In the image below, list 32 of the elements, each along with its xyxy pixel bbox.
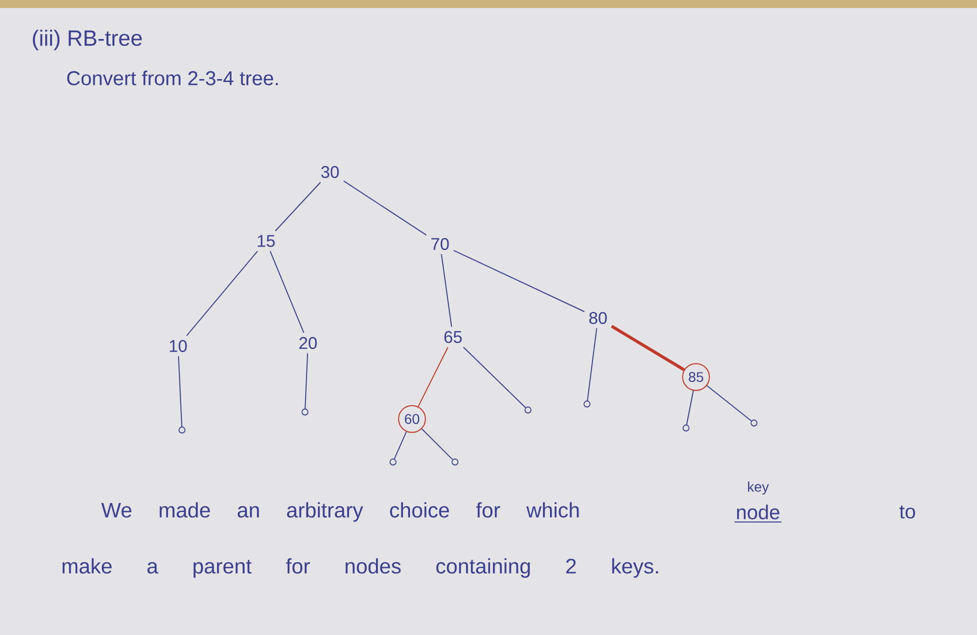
tree-edge xyxy=(686,390,694,426)
tree-edge xyxy=(394,431,407,460)
tree-edge xyxy=(343,180,427,236)
tree-key: 70 xyxy=(431,238,449,250)
tree-edge xyxy=(274,182,322,232)
tree-edge xyxy=(418,346,448,408)
tree-key: 80 xyxy=(589,312,607,324)
tree-edge xyxy=(440,254,452,328)
tree-key: 20 xyxy=(299,336,317,350)
tree-key: 30 xyxy=(321,166,339,178)
subtitle: Convert from 2-3-4 tree. xyxy=(67,70,278,86)
tree-key: 65 xyxy=(444,330,462,344)
tree-edge xyxy=(178,356,182,428)
tree-edge xyxy=(304,352,308,410)
tree-edge xyxy=(610,324,685,372)
tree-edge xyxy=(270,250,304,334)
struck-text: node xyxy=(734,504,782,523)
tree-edge xyxy=(453,250,585,312)
circled-key: 85 xyxy=(682,363,710,391)
note-text: make a parent for nodes containing 2 keys. xyxy=(62,558,658,578)
correction-text: key xyxy=(748,481,769,495)
circled-key: 60 xyxy=(398,405,426,433)
title: (iii) RB-tree xyxy=(32,30,142,50)
note-text: We made an arbitrary choice for which xyxy=(101,502,579,522)
tree-key: 10 xyxy=(170,340,187,352)
note-text: to xyxy=(900,505,916,519)
tree-edge xyxy=(421,428,454,460)
tree-edge xyxy=(706,385,752,422)
tree-edge xyxy=(186,250,258,336)
tree-edge xyxy=(463,346,526,408)
tree-edge xyxy=(586,328,598,402)
tree-key: 15 xyxy=(258,235,275,247)
